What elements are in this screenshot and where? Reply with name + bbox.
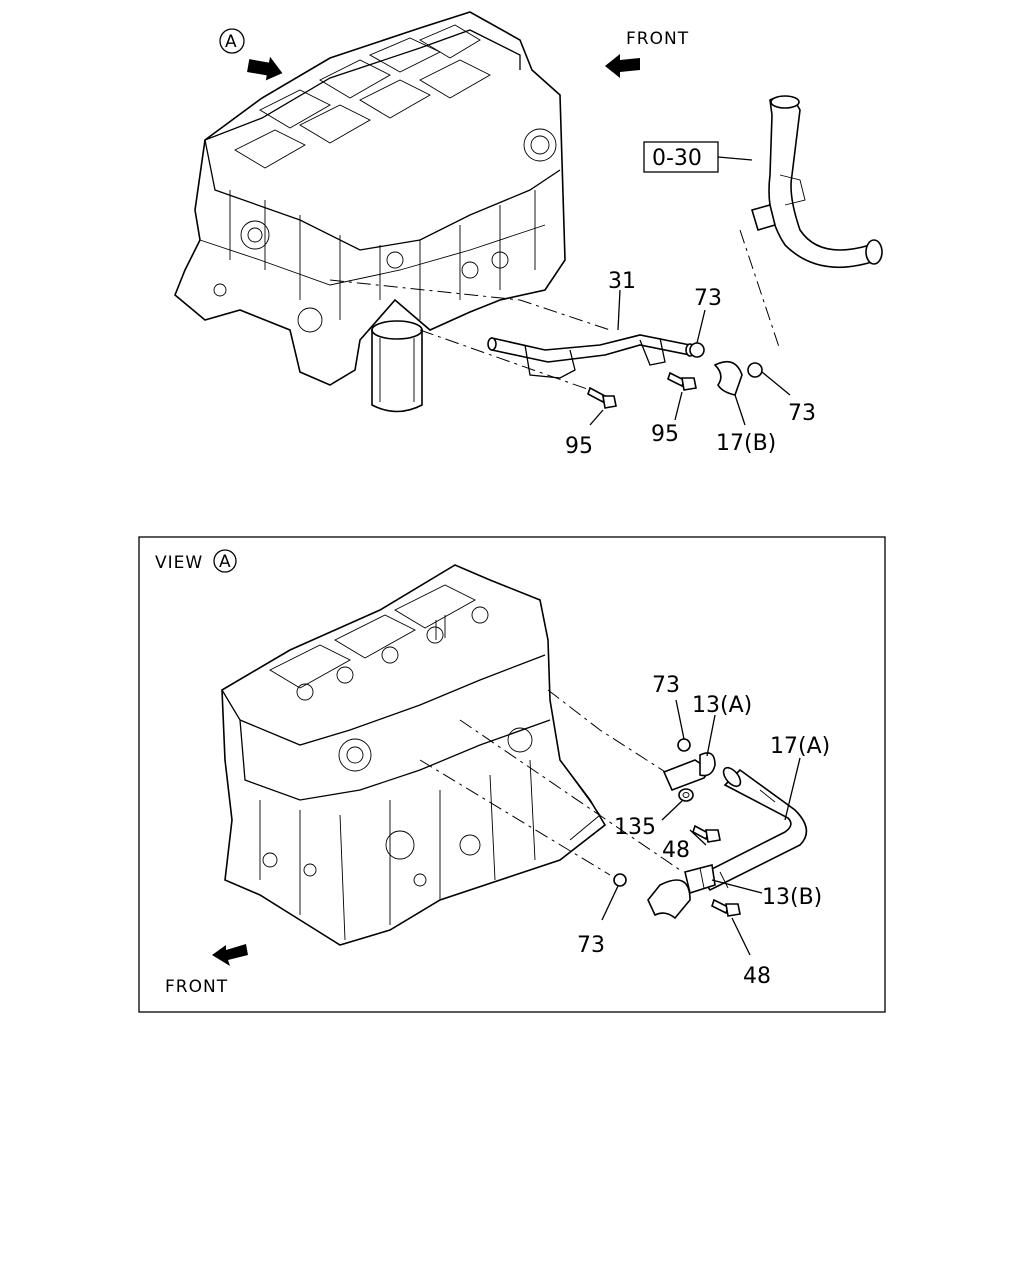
bolt-95-right: 95: [651, 371, 697, 447]
clip-73-upper: 73: [689, 286, 722, 358]
clip-73-lower: 73: [577, 873, 627, 958]
view-a-letter-detail: A: [219, 552, 232, 572]
callout-clip-73-lower: 73: [577, 933, 605, 958]
callout-bolt-95-left: 95: [565, 434, 593, 459]
bolt-48-lower: 48: [711, 898, 771, 989]
callout-hose-17a: 17(A): [770, 734, 830, 759]
reference-box: 0-30: [643, 141, 753, 173]
bolt-95-left: 95: [565, 386, 617, 459]
callout-bolt-95-right: 95: [651, 422, 679, 447]
bracket-13a: 13(A): [662, 693, 752, 792]
front-indicator-detail: FRONT: [165, 944, 248, 997]
hose-17a: 17(A): [698, 734, 830, 892]
callout-pipe-31: 31: [608, 269, 636, 294]
bolt-48-upper: 48: [662, 824, 721, 863]
callout-bracket-13b: 13(B): [762, 885, 822, 910]
top-engine-block: [174, 11, 566, 413]
callout-hose-17b: 17(B): [716, 431, 776, 456]
clip-73-top: 73: [652, 673, 691, 752]
detail-engine-block: [221, 564, 607, 946]
bracket-13b: 13(B): [647, 864, 822, 920]
view-a-frame: [138, 536, 886, 1013]
callout-clip-73-right: 73: [788, 401, 816, 426]
view-a-letter-top: A: [225, 32, 238, 52]
front-arrow-icon-detail: [212, 944, 248, 966]
callout-bracket-13a: 13(A): [692, 693, 752, 718]
callout-bolt-48-lower: 48: [743, 964, 771, 989]
view-a-arrow-icon: [247, 56, 283, 81]
callout-clip-73-top: 73: [652, 673, 680, 698]
hose-17b: 17(B): [713, 360, 776, 456]
washer-135: 135: [614, 788, 694, 840]
callout-washer-135: 135: [614, 815, 656, 840]
callout-clip-73-upper: 73: [694, 286, 722, 311]
front-label-top: FRONT: [626, 29, 689, 49]
view-a-title: VIEW A: [155, 549, 237, 573]
reference-box-label: 0-30: [652, 146, 702, 171]
front-indicator-top: FRONT: [605, 29, 689, 78]
clip-73-right: 73: [747, 362, 816, 426]
front-label-detail: FRONT: [165, 977, 228, 997]
front-arrow-icon-top: [605, 54, 640, 78]
upper-water-pipe: [750, 95, 883, 269]
view-a-marker-top: A: [219, 28, 283, 81]
view-a-title-text: VIEW: [155, 553, 203, 573]
callout-bolt-48-upper: 48: [662, 838, 690, 863]
